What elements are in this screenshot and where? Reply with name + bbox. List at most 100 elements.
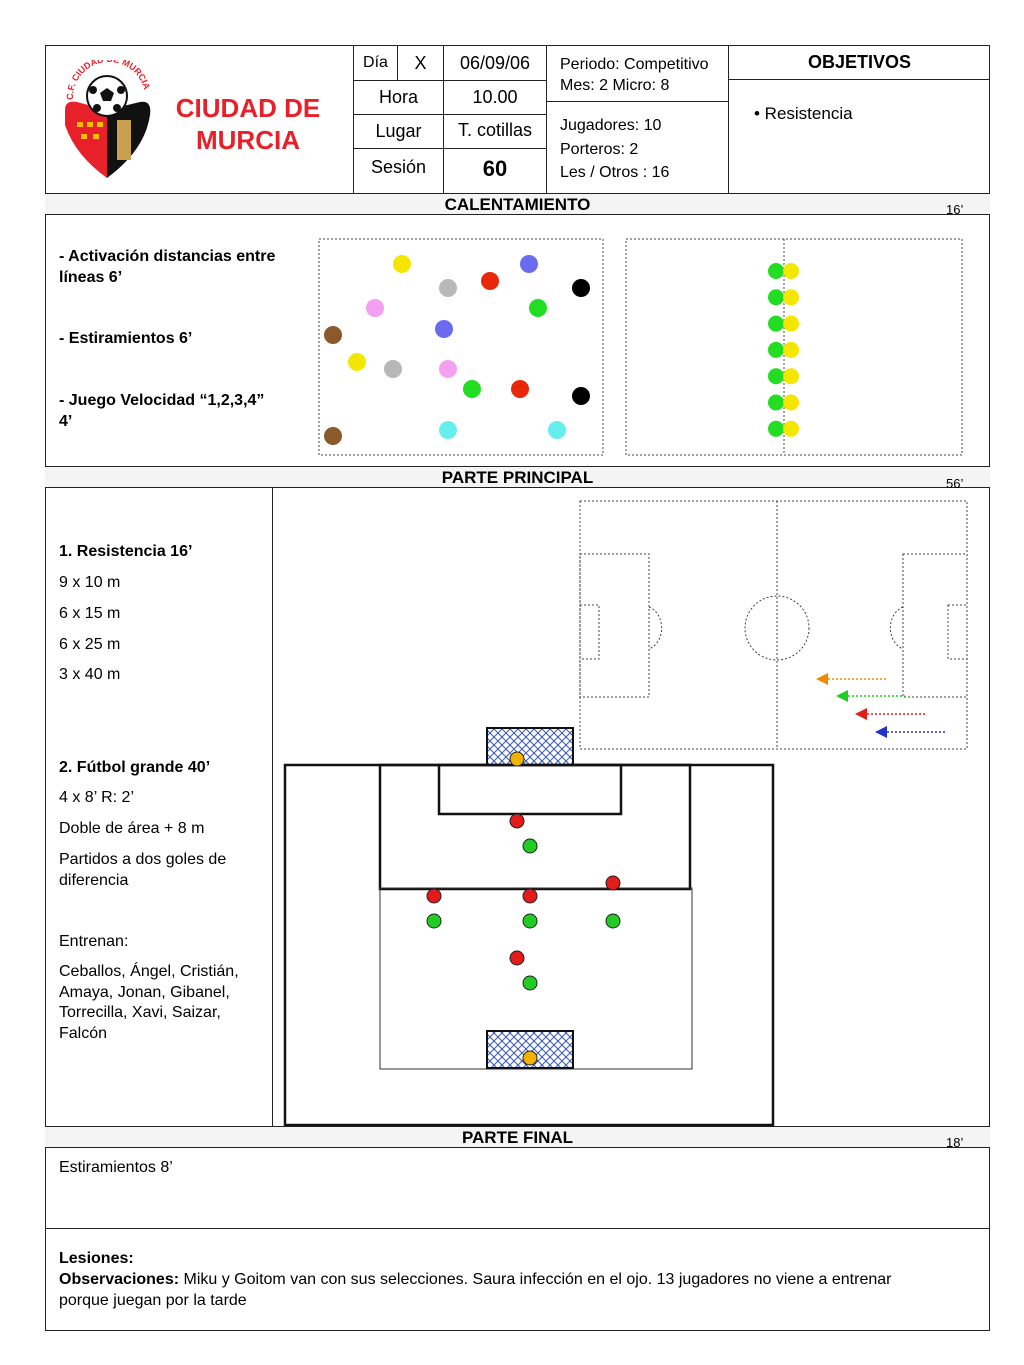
lugar-label: Lugar [375,121,422,141]
club-badge-icon: C.F. CIUDAD DE MURCIA [65,60,152,178]
observaciones-label: Observaciones: [59,1271,180,1288]
hora-label: Hora [378,87,418,107]
player-red [426,888,442,904]
player-red [522,888,538,904]
warmup-player [439,360,457,378]
warmup-player [324,326,342,344]
player-green [522,913,538,929]
warmup-item-2: - Estiramientos 6’ [59,330,193,347]
les-otros: Les / Otros : 16 [560,164,670,181]
hora-value: 10.00 [472,87,518,107]
ex1-line: 3 x 40 m [59,666,121,683]
line-player [768,394,784,411]
warmup-player [366,299,384,317]
warmup-player [439,279,457,297]
line-player [768,289,784,306]
entrenan-label: Entrenan: [59,933,129,950]
principal-minutes: 56’ [946,476,964,491]
warmup-player [439,421,457,439]
final-minutes: 18’ [946,1135,964,1150]
player-green [522,838,538,854]
line-player [768,315,784,332]
sesion-value: 60 [482,156,508,181]
warmup-player [481,272,499,290]
jugadores: Jugadores: 10 [560,117,662,134]
line-player [783,341,799,358]
ex1-line: 6 x 25 m [59,636,121,653]
ex2-line: Doble de área + 8 m [59,820,205,837]
player-green [605,913,621,929]
warmup-item-3: - Juego Velocidad “1,2,3,4” [59,392,265,409]
observaciones-text-2: porque juegan por la tarde [59,1292,247,1309]
ex2-line: Partidos a dos goles de [59,851,227,868]
line-player [768,420,784,437]
lugar-value: T. cotillas [457,119,533,140]
warmup-player [463,380,481,398]
entrenan-line: Torrecilla, Xavi, Saizar, [59,1004,221,1021]
warmup-field-scatter [318,238,604,456]
final-bar [45,1126,990,1148]
club-name-line1: CIUDAD DE [175,93,321,123]
warmup-player [435,320,453,338]
warmup-item-3b: 4’ [59,413,73,430]
player-red [509,813,525,829]
line-player [768,263,784,279]
ex1-line: 9 x 10 m [59,574,121,591]
warmup-player [384,360,402,378]
entrenan-line: Falcón [59,1025,108,1042]
warmup-player [520,255,538,273]
principal-bar [45,466,990,488]
goalkeeper-bottom [522,1050,538,1066]
objetivos-title: OBJETIVOS [807,52,912,72]
observaciones-text: Miku y Goitom van con sus selecciones. S… [179,1271,892,1288]
ex2-title: 2. Fútbol grande 40’ [59,759,211,776]
principal-title: PARTE PRINCIPAL [441,468,594,487]
mes-micro: Mes: 2 Micro: 8 [560,77,670,94]
warmup-player [572,279,590,297]
porteros: Porteros: 2 [560,141,639,158]
line-player [768,368,784,385]
final-text: Estiramientos 8’ [59,1159,173,1176]
calentamiento-minutes: 16’ [946,202,964,217]
goalkeeper-top [509,751,525,767]
player-green [522,975,538,991]
observaciones: Observaciones: Miku y Goitom van con sus… [59,1270,979,1290]
player-red [605,875,621,891]
line-player [783,368,799,385]
line-player [768,341,784,358]
line-player [783,420,799,437]
warmup-item-1b: líneas 6’ [59,269,123,286]
line-player [783,394,799,411]
warmup-player [529,299,547,317]
ex1-title: 1. Resistencia 16’ [59,543,193,560]
session-date: 06/09/06 [459,52,531,73]
line-player [783,315,799,332]
warmup-player [324,427,342,445]
club-name-line2: MURCIA [196,125,300,155]
dia-label: Día [363,54,388,71]
ex2-line: diferencia [59,872,129,889]
lesiones-label: Lesiones: [59,1250,134,1267]
player-red [509,950,525,966]
warmup-player [393,255,411,273]
warmup-field-lines [625,238,963,456]
line-player [783,289,799,306]
entrenan-line: Ceballos, Ángel, Cristián, [59,963,239,980]
warmup-player [348,353,366,371]
half-pitch-game-diagram [283,727,775,1127]
entrenan-line: Amaya, Jonan, Gibanel, [59,984,230,1001]
session-sheet-frame [45,45,990,1331]
final-title: PARTE FINAL [461,1128,574,1147]
warmup-player [511,380,529,398]
dia-mark: X [414,52,427,73]
warmup-player [548,421,566,439]
calentamiento-bar [45,193,990,215]
calentamiento-title: CALENTAMIENTO [444,195,591,214]
ex2-line: 4 x 8’ R: 2’ [59,789,134,806]
objetivos-item: • Resistencia [754,104,853,123]
warmup-item-1: - Activación distancias entre [59,248,276,265]
periodo: Periodo: Competitivo [560,56,709,73]
full-pitch-diagram [579,500,968,750]
player-green [426,913,442,929]
sesion-label: Sesión [370,156,427,177]
